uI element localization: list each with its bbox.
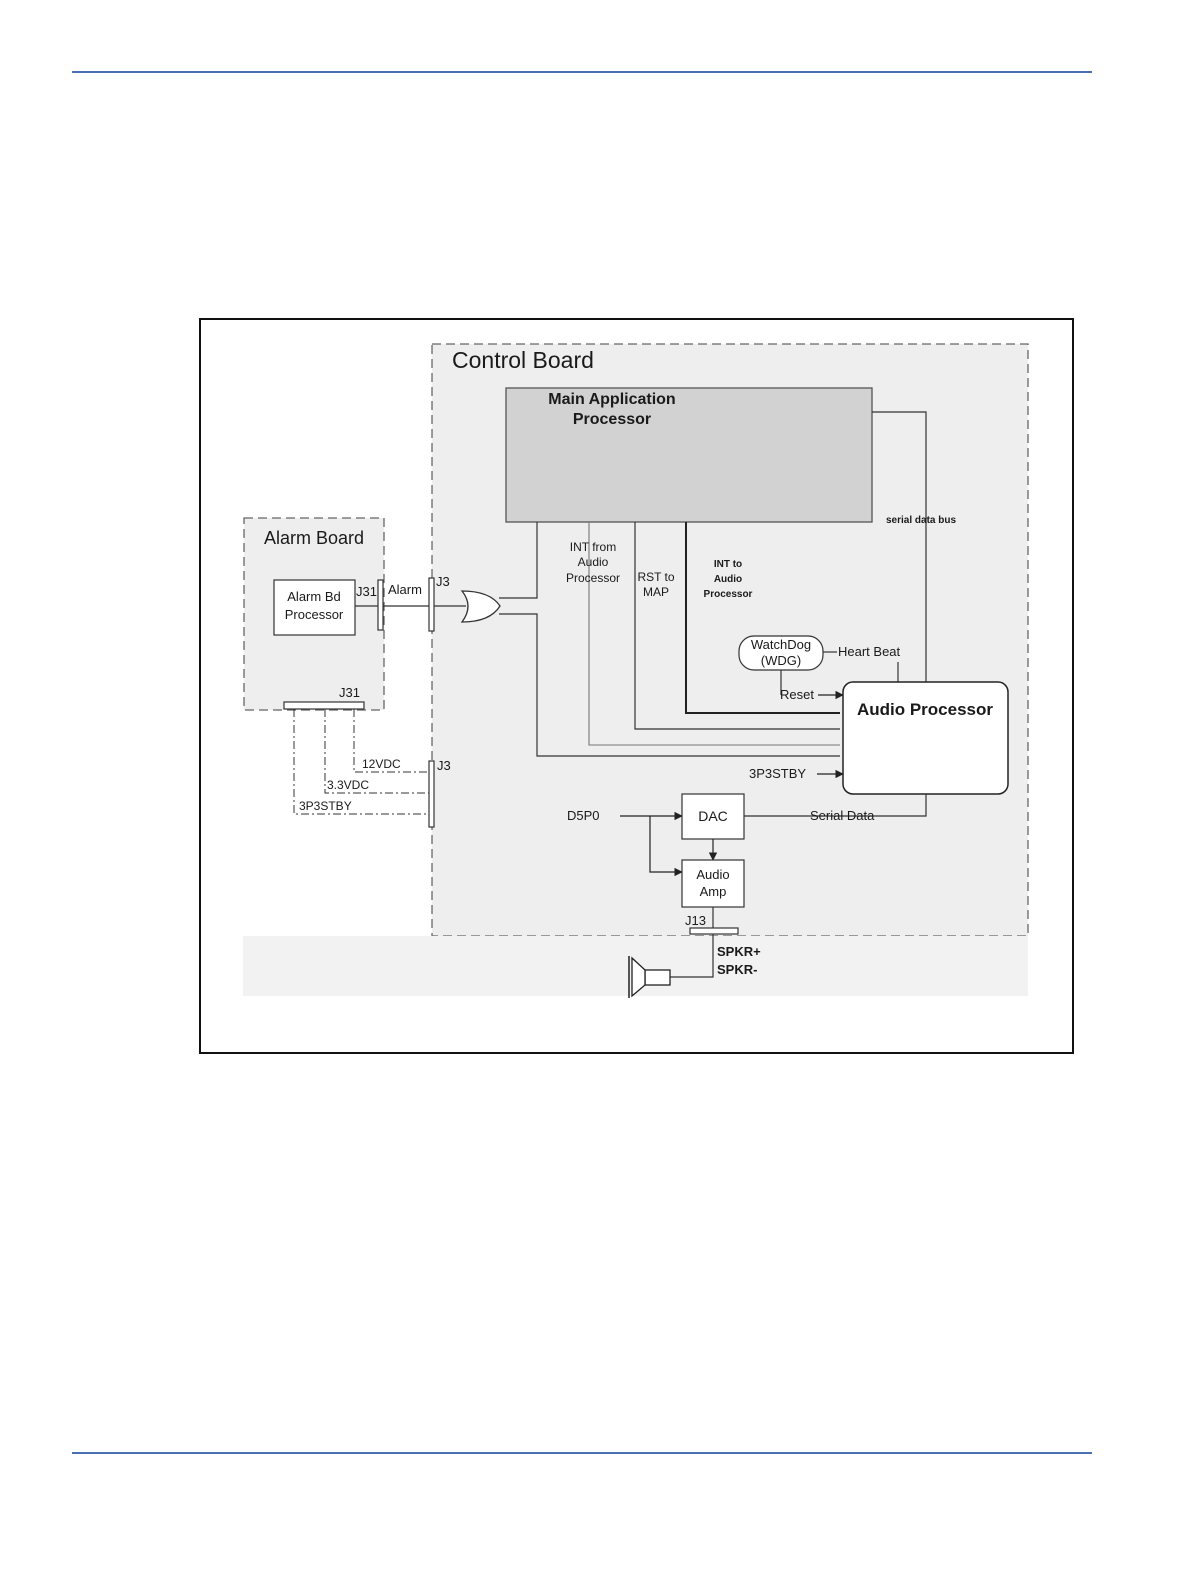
- int-from-label-1: INT from: [570, 540, 616, 554]
- label-12vdc: 12VDC: [362, 757, 401, 771]
- spkr-plus-label: SPKR+: [717, 944, 761, 959]
- j3-bottom-label: J3: [437, 758, 451, 773]
- j3-top-label: J3: [436, 574, 450, 589]
- j31-top-label: J31: [356, 584, 377, 599]
- int-to-label-1: INT to: [714, 559, 742, 570]
- audio-processor-label: Audio Processor: [857, 700, 993, 719]
- label-3p3stby-left: 3P3STBY: [299, 799, 352, 813]
- control-board-title: Control Board: [452, 347, 594, 373]
- rst-label-1: RST to: [637, 570, 674, 584]
- j13-connector: [690, 928, 738, 934]
- dac-label: DAC: [698, 808, 728, 824]
- spkr-minus-label: SPKR-: [717, 962, 757, 977]
- int-to-label-3: Processor: [704, 589, 753, 600]
- alarm-proc-label-1: Alarm Bd: [287, 589, 340, 604]
- int-from-label-3: Processor: [566, 571, 620, 585]
- j31-connector-top: [378, 580, 383, 630]
- main-application-processor: [506, 388, 872, 522]
- label-3p3stby-right: 3P3STBY: [749, 766, 806, 781]
- j13-label: J13: [685, 913, 706, 928]
- j31-bottom-label: J31: [339, 685, 360, 700]
- j31-connector-bottom: [284, 702, 364, 709]
- j3-connector-bottom: [429, 761, 434, 827]
- serial-data-label: Serial Data: [810, 808, 875, 823]
- serial-data-bus-label: serial data bus: [886, 515, 956, 526]
- int-to-label-2: Audio: [714, 574, 742, 585]
- wdg-label-1: WatchDog: [751, 637, 811, 652]
- j3-connector-top: [429, 578, 434, 631]
- amp-label-2: Amp: [700, 884, 727, 899]
- d5p0-label: D5P0: [567, 808, 600, 823]
- reset-label: Reset: [780, 687, 814, 702]
- int-from-label-2: Audio: [578, 555, 609, 569]
- wdg-label-2: (WDG): [761, 653, 801, 668]
- alarm-proc-label-2: Processor: [285, 607, 344, 622]
- alarm-board-title: Alarm Board: [264, 528, 364, 548]
- main-processor-label-2: Processor: [573, 411, 651, 428]
- label-3-3vdc: 3.3VDC: [327, 778, 369, 792]
- audio-processor: [843, 682, 1008, 794]
- rst-label-2: MAP: [643, 585, 669, 599]
- main-processor-label-1: Main Application: [548, 391, 675, 408]
- heart-beat-label: Heart Beat: [838, 644, 901, 659]
- amp-label-1: Audio: [696, 867, 729, 882]
- alarm-signal-label: Alarm: [388, 582, 422, 597]
